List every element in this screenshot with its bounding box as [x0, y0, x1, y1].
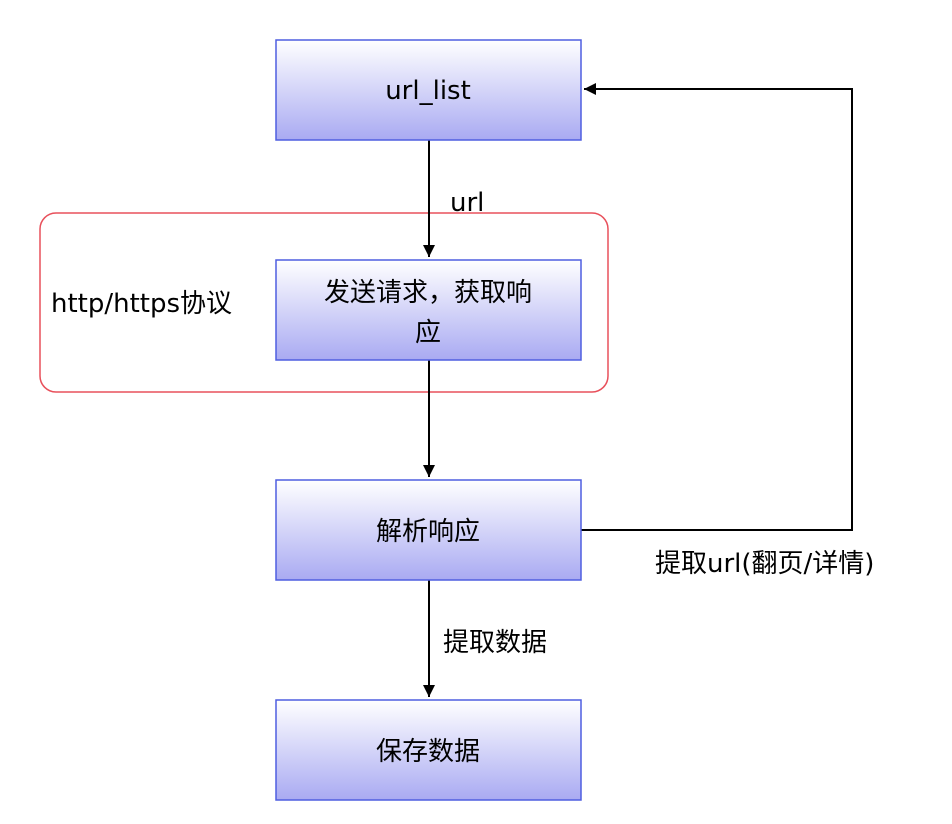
node-parse[interactable]: 解析响应 — [275, 479, 582, 581]
edge-url-label: url — [450, 188, 484, 218]
node-request[interactable]: 发送请求，获取响 应 — [275, 259, 582, 361]
node-save[interactable]: 保存数据 — [275, 699, 582, 801]
http-group-frame — [39, 212, 609, 393]
node-url-list[interactable]: url_list — [275, 39, 582, 141]
edge-extract-data-label: 提取数据 — [443, 628, 547, 658]
edge-extract-url-label: 提取url(翻页/详情) — [655, 549, 874, 579]
node-parse-label: 解析响应 — [376, 517, 480, 547]
node-request-label-line2: 应 — [415, 318, 441, 348]
node-save-label: 保存数据 — [376, 737, 480, 767]
node-request-label-line1: 发送请求，获取响 — [324, 278, 532, 308]
edge-parse-to-url-list — [581, 83, 853, 531]
node-url-list-label: url_list — [385, 76, 471, 106]
http-group-label: http/https协议 — [51, 289, 232, 319]
